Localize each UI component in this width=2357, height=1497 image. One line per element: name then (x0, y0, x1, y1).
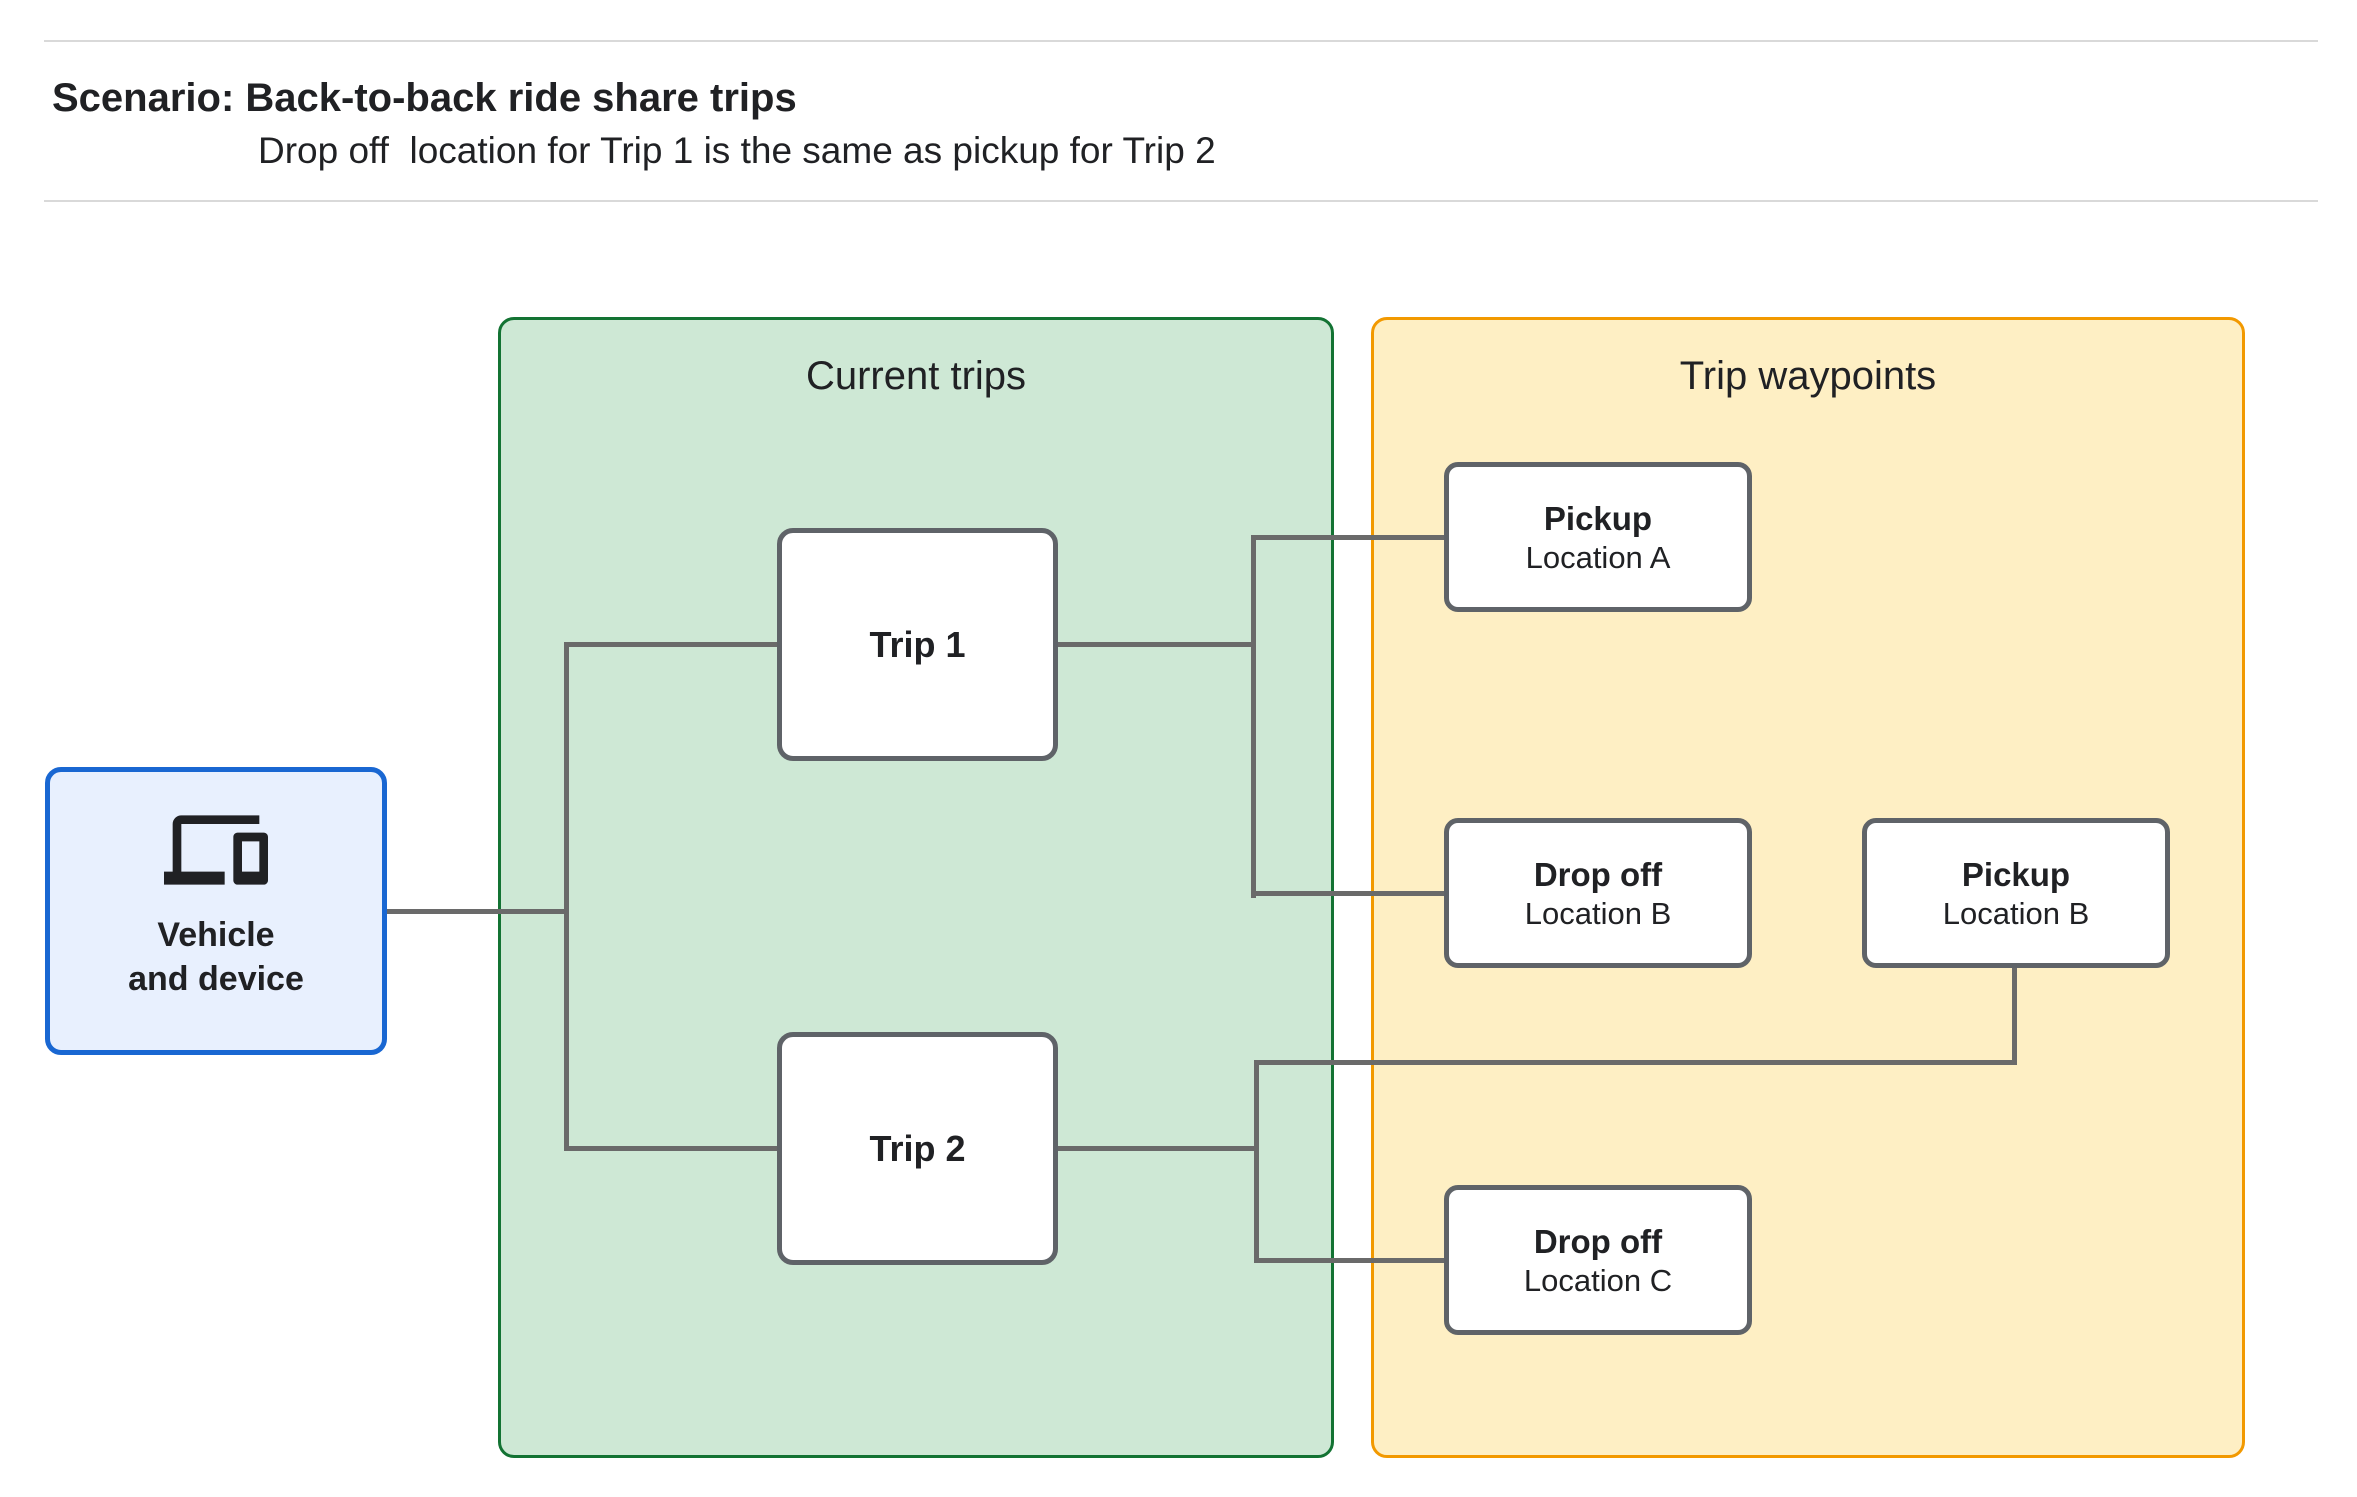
waypoint-dropoff-location-c: Drop off Location C (1444, 1185, 1752, 1335)
vehicle-and-device-node: Vehicle and device (45, 767, 387, 1055)
connector-to-dropoff-b (1251, 891, 1449, 896)
waypoint-pickup-location-a: Pickup Location A (1444, 462, 1752, 612)
vehicle-label-line2: and device (128, 959, 304, 998)
waypoint-dropoff-location-b: Drop off Location B (1444, 818, 1752, 968)
page-title: Scenario: Back-to-back ride share trips (52, 76, 797, 120)
header-divider-line (44, 200, 2318, 202)
waypoint-title: Pickup (1543, 499, 1653, 537)
trip-2-label: Trip 2 (869, 1127, 966, 1169)
page-subtitle: Drop off location for Trip 1 is the same… (258, 130, 1216, 171)
current-trips-group: Current trips (498, 317, 1334, 1458)
waypoint-title: Drop off (1533, 1222, 1663, 1260)
vehicle-node-label: Vehicle and device (128, 914, 304, 1001)
trip-1-node: Trip 1 (777, 528, 1058, 761)
waypoint-subtitle: Location B (1942, 895, 2090, 931)
connector-split-to-trip2 (566, 1146, 781, 1151)
trip-1-label: Trip 1 (869, 623, 966, 665)
trip-2-node: Trip 2 (777, 1032, 1058, 1265)
current-trips-group-label: Current trips (805, 354, 1027, 398)
waypoint-subtitle: Location A (1525, 539, 1671, 575)
connector-to-dropoff-c (1254, 1258, 1450, 1263)
laptop-and-phone-devices-icon (164, 815, 268, 885)
waypoint-subtitle: Location B (1524, 895, 1672, 931)
vehicle-label-line1: Vehicle (157, 916, 275, 954)
waypoint-title: Drop off (1533, 855, 1663, 893)
connector-trip1-out (1056, 642, 1256, 647)
connector-to-pickup-a (1251, 535, 1449, 540)
connector-vehicle-to-split (385, 909, 568, 914)
connector-trip2-waypoints-vertical (1254, 1060, 1259, 1263)
connector-pickup-b-horizontal (1254, 1060, 2017, 1065)
waypoint-pickup-location-b: Pickup Location B (1862, 818, 2170, 968)
waypoint-title: Pickup (1961, 855, 2071, 893)
connector-split-to-trip1 (566, 642, 781, 647)
top-divider-line (44, 40, 2318, 42)
connector-split-vertical (564, 642, 569, 1151)
connector-trip1-waypoints-vertical (1251, 535, 1256, 898)
connector-pickup-b-vertical (2012, 966, 2017, 1065)
connector-trip2-out (1056, 1146, 1259, 1151)
waypoint-subtitle: Location C (1523, 1262, 1673, 1298)
trip-waypoints-group-label: Trip waypoints (1679, 354, 1937, 398)
